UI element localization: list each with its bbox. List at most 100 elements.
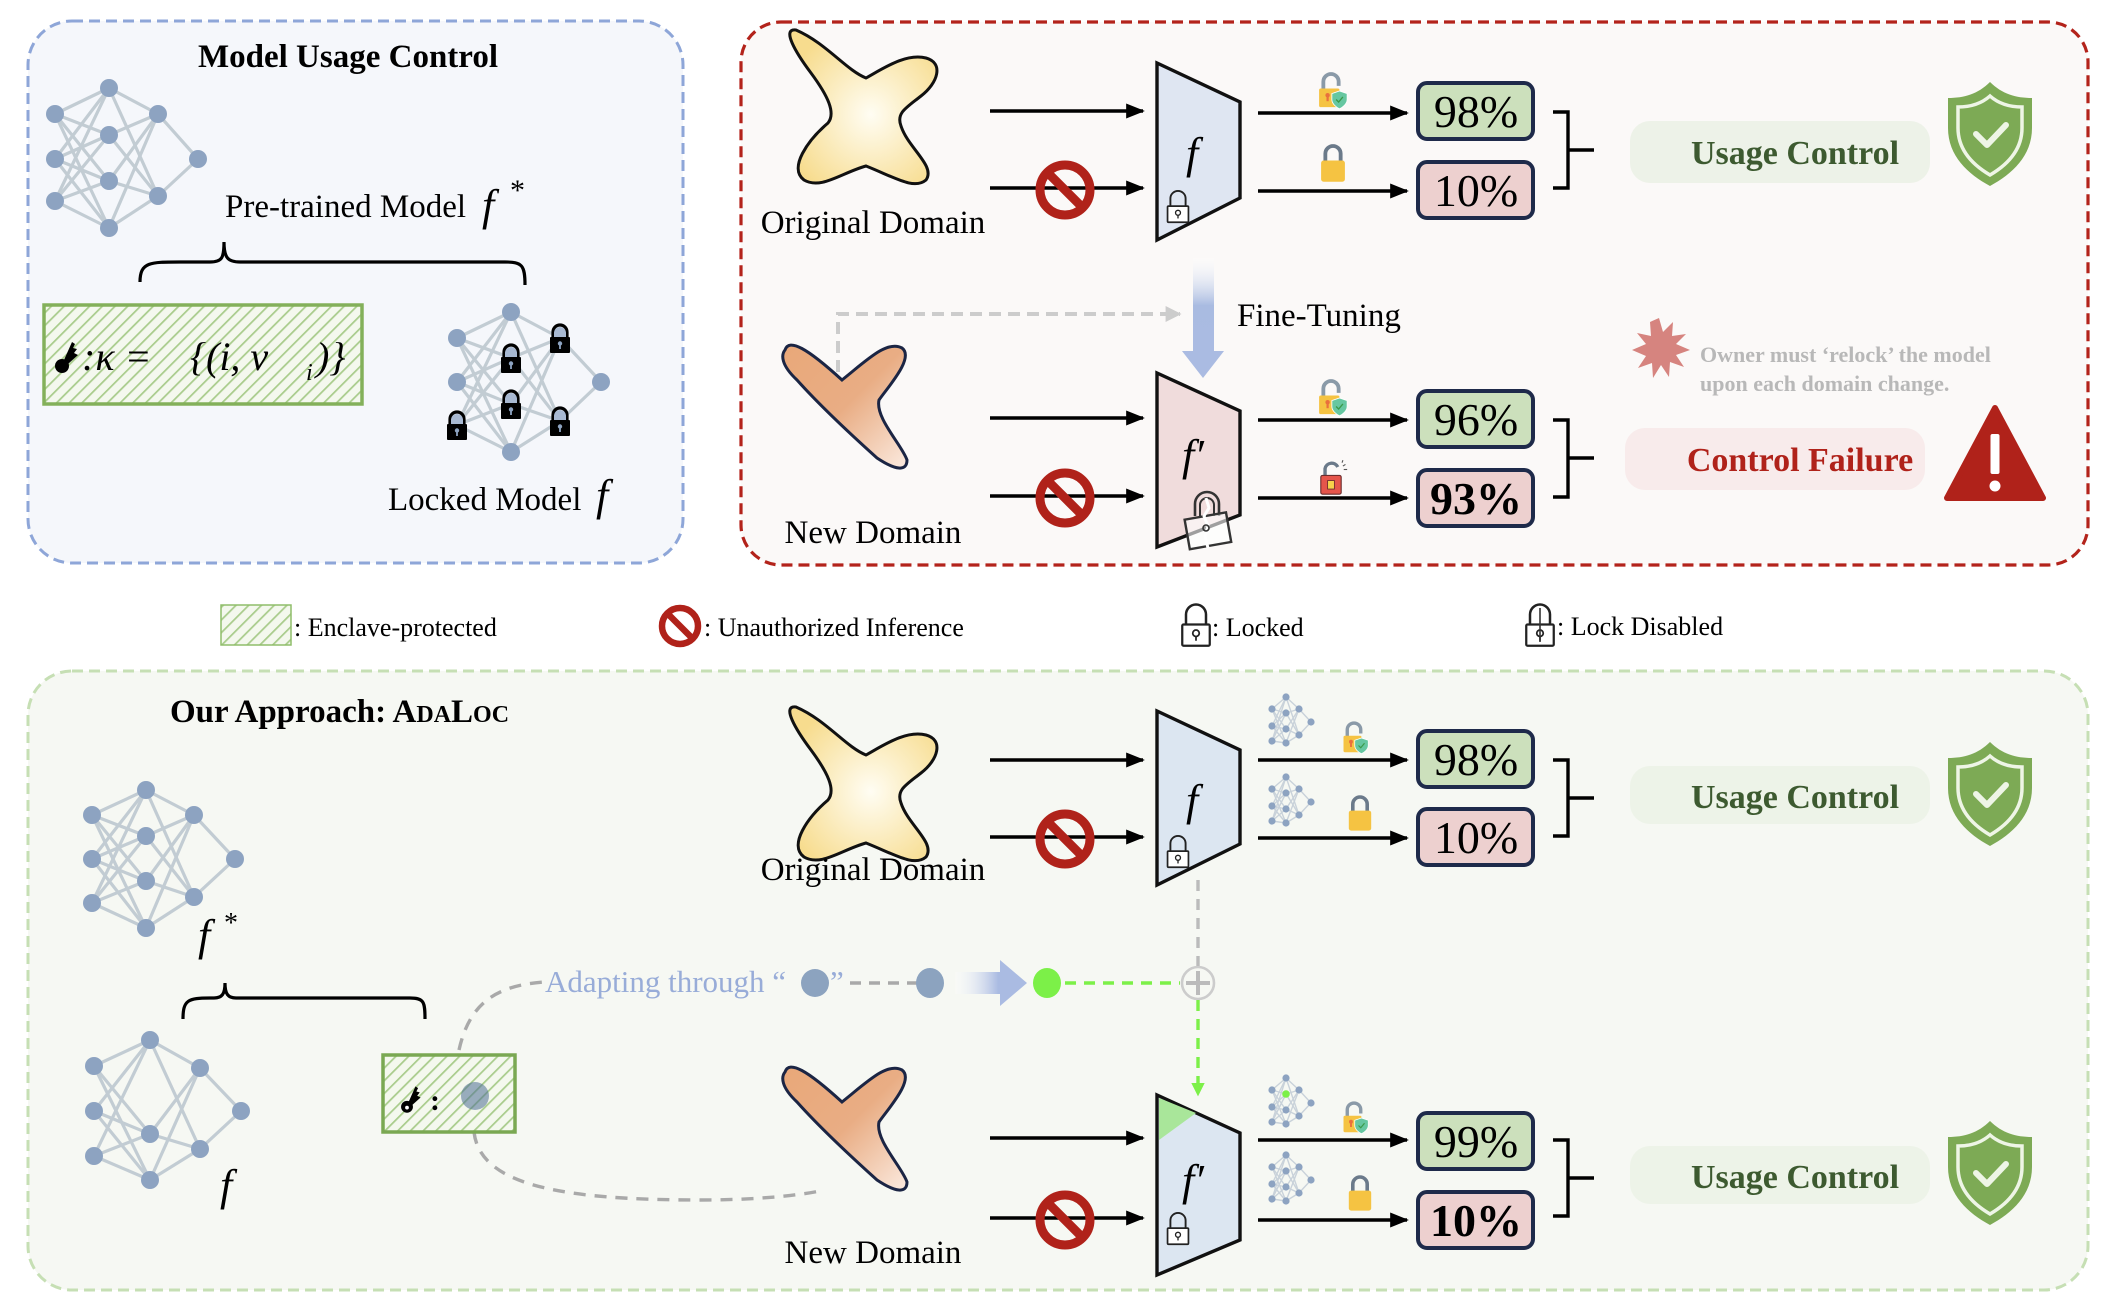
network-edge (91, 788, 147, 817)
status-control-failure: Control Failure (1625, 408, 2043, 498)
adapted-node-icon (1282, 1090, 1290, 1098)
network-edge (92, 1039, 152, 1157)
network-node (502, 443, 520, 461)
brace (138, 241, 527, 286)
panel-border (26, 19, 685, 565)
model-f-block (1155, 60, 1242, 243)
network-node (46, 192, 64, 210)
network-edge (108, 194, 159, 230)
svg-text:98%: 98% (1434, 86, 1518, 137)
key-node-icon (916, 968, 944, 998)
network-edge (156, 112, 200, 161)
pretrained-model-superscript: * (224, 908, 238, 939)
network-edge (90, 834, 148, 905)
network-edge (53, 87, 111, 160)
network-node (191, 1140, 209, 1158)
adaptation-arrow (955, 960, 1027, 1006)
network-node (100, 126, 118, 144)
status-usage-control: Usage Control (1630, 742, 2032, 846)
enclave-hatch-icon (220, 604, 292, 646)
result-box-unauthorized: 10% (1416, 807, 1535, 867)
key-formula-end: )} (314, 334, 345, 379)
legend-item-lock-disabled: : Lock Disabled (1525, 603, 1723, 647)
fine-tuning-arrow-head (1182, 351, 1224, 378)
network-edge (54, 86, 110, 116)
network-edge (53, 158, 111, 229)
network-edge (91, 901, 147, 930)
padlock-black-icon (499, 343, 523, 375)
svg-text:98%: 98% (1434, 734, 1518, 785)
network-node (141, 1171, 159, 1189)
network-node (100, 219, 118, 237)
status-usage-control: Usage Control (1630, 1121, 2032, 1225)
network-edge (90, 789, 148, 904)
network-node (189, 150, 207, 168)
network-node (191, 1059, 209, 1077)
pretrained-network-icon (83, 781, 244, 937)
network-edge (192, 857, 237, 899)
relock-warning-note: Owner must ‘relock’ the model upon each … (1632, 318, 1991, 396)
result-box-authorized: 96% (1416, 389, 1535, 449)
network-node (185, 888, 203, 906)
svg-text:99%: 99% (1434, 1116, 1518, 1167)
svg-text:Usage Control: Usage Control (1691, 779, 1899, 816)
panel-model-usage-control: Model Usage Control Pre-trained Model f … (26, 19, 685, 565)
key-parameter-node-icon (461, 1082, 489, 1110)
brace (181, 982, 427, 1020)
key-icon (55, 342, 78, 373)
network-node (100, 172, 118, 190)
network-edge (149, 1038, 201, 1070)
result-box-authorized: 98% (1416, 81, 1535, 141)
network-edge (144, 835, 196, 898)
new-domain-label: New Domain (785, 1235, 962, 1271)
network-node (85, 1057, 103, 1075)
svg-text:: Lock Disabled: : Lock Disabled (1557, 612, 1723, 641)
svg-text:96%: 96% (1434, 394, 1518, 445)
svg-text:Owner must ‘relock’ the model: Owner must ‘relock’ the model (1700, 342, 1991, 367)
network-edge (93, 1038, 151, 1068)
enclave-key-box: : (381, 1053, 517, 1134)
locked-network-icon (445, 303, 610, 461)
network-edge (53, 87, 111, 202)
network-edge (107, 87, 160, 197)
network-edge (149, 1147, 201, 1182)
svg-text:: Enclave-protected: : Enclave-protected (294, 613, 497, 642)
padlock-black-icon (499, 389, 523, 421)
padlock-black-icon (548, 323, 572, 355)
network-node (448, 329, 466, 347)
network-node (448, 373, 466, 391)
network-edge (53, 133, 111, 203)
result-bracket (1553, 110, 1594, 190)
network-edge (92, 1039, 152, 1112)
network-edge (108, 86, 159, 116)
network-edge (455, 381, 513, 453)
prohibited-icon (662, 608, 698, 644)
key-icon (401, 1086, 421, 1113)
network-edge (148, 1039, 202, 1150)
key-formula-lhs: :κ = (82, 334, 152, 379)
legend-item-unauthorized: : Unauthorized Inference (662, 608, 964, 644)
network-edge (144, 814, 196, 882)
adapting-label: Adapting through “ (545, 964, 786, 999)
pretrained-network-icon (46, 79, 207, 237)
network-edge (455, 337, 513, 453)
network-edge (455, 311, 513, 383)
result-box-authorized: 99% (1416, 1111, 1535, 1171)
network-edge (145, 788, 195, 817)
svg-text:10%: 10% (1430, 1195, 1522, 1246)
network-node (46, 105, 64, 123)
network-node (226, 850, 244, 868)
network-node (137, 827, 155, 845)
network-node (137, 919, 155, 937)
svg-text:Usage Control: Usage Control (1691, 135, 1899, 172)
network-edge (144, 814, 196, 929)
svg-text:upon each domain change.: upon each domain change. (1700, 371, 1949, 396)
result-bracket (1553, 758, 1594, 838)
result-bracket (1553, 418, 1594, 499)
network-node (83, 894, 101, 912)
fine-tuning-label: Fine-Tuning (1237, 298, 1401, 334)
enclave-key-box: :κ = {(i, v i )} (42, 303, 364, 406)
result-box-unauthorized: 10% (1416, 160, 1535, 220)
svg-text:10%: 10% (1434, 165, 1518, 216)
burst-icon (1632, 318, 1690, 378)
